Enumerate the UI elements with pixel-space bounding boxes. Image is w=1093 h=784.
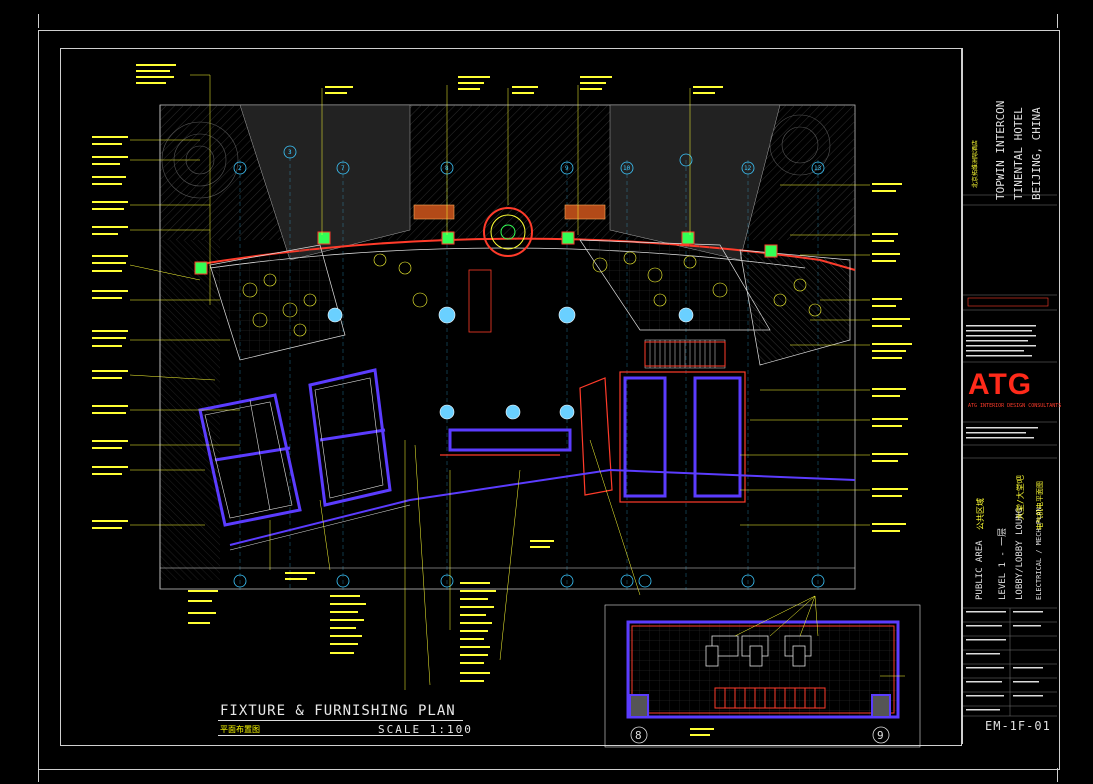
title-block-fine-print [966, 325, 1043, 711]
title-block-rules [963, 194, 1057, 717]
note-text-top [325, 76, 723, 94]
drawing-title-cn: 平面布置图 [220, 725, 260, 734]
walls-right-block [448, 376, 742, 498]
detail-stairs [714, 687, 826, 709]
title-underline [218, 735, 463, 736]
project-name-line1: TOPWIN INTERCON [994, 100, 1007, 200]
grid-label: 7 [341, 165, 345, 172]
lounge-left [209, 244, 346, 361]
central-feature [483, 207, 533, 257]
note-text-bottom [188, 540, 714, 736]
sheet-type-cn: 电气机电平面图 [1036, 481, 1044, 530]
grid-label: 8 [445, 165, 449, 172]
entrance-canopy [239, 104, 411, 261]
title-underline [218, 720, 463, 721]
grid-label: 9 [565, 165, 569, 172]
crop-mark [1057, 768, 1058, 782]
sheet-number: EM-1F-01 [985, 719, 1051, 733]
detail-plan-boundary [604, 604, 921, 748]
grid-label: 12 [744, 165, 752, 172]
grid-label: 10 [623, 165, 631, 172]
detail-leaders [734, 595, 905, 677]
detail-furniture [705, 635, 812, 667]
grid-label: 3 [288, 149, 292, 156]
building-edge [229, 468, 856, 546]
leader-lines-left [129, 74, 240, 526]
inner-border [60, 48, 962, 746]
detail-grid-label: 8 [635, 729, 642, 742]
firm-logo: ATG ATG INTERIOR DESIGN CONSULTANTS [968, 368, 1061, 418]
sheet-location: LOBBY/LOBBY LOUNG [1015, 507, 1025, 600]
sheet-area: PUBLIC AREA [975, 540, 985, 600]
furniture [242, 251, 822, 337]
sheet-location-cn: 大堂/大堂吧 [1016, 475, 1025, 520]
crop-mark [1057, 14, 1058, 28]
sheet-area-cn: 公共区域 [976, 498, 985, 530]
outer-border [38, 30, 1060, 770]
project-name-line3: BEIJING, CHINA [1030, 107, 1043, 200]
atg-logo-subtitle: ATG INTERIOR DESIGN CONSULTANTS [968, 403, 1062, 409]
title-block [962, 48, 1059, 744]
detail-grid-bubbles [630, 726, 890, 744]
stairs [644, 339, 726, 369]
project-name-line2: TINENTAL HOTEL [1012, 107, 1025, 200]
atg-logo-text: ATG [968, 368, 1033, 401]
detail-room [626, 620, 900, 719]
grid-bubbles [233, 145, 825, 588]
columns [194, 231, 778, 275]
leader-lines-right [740, 184, 870, 526]
drawing-scale: SCALE 1:100 [378, 723, 473, 736]
detail-grid-label: 9 [877, 729, 884, 742]
leader-lines-top [321, 85, 691, 235]
reception-desk [468, 269, 492, 333]
planters [327, 306, 694, 420]
sheet-level: LEVEL 1 - 一层 [998, 527, 1008, 600]
note-text-left [92, 64, 176, 529]
note-text-right [872, 183, 912, 532]
crop-mark [38, 768, 39, 782]
bar-area [739, 249, 851, 366]
crop-mark [38, 14, 39, 28]
grid-label: 2 [238, 165, 242, 172]
drawing-title: FIXTURE & FURNISHING PLAN [220, 703, 456, 719]
walls-left-block [198, 368, 392, 527]
leader-lines-bottom [269, 439, 641, 690]
project-name-cn: 北京拓维洲际酒店 [972, 139, 979, 188]
grid-label: 13 [814, 165, 822, 172]
